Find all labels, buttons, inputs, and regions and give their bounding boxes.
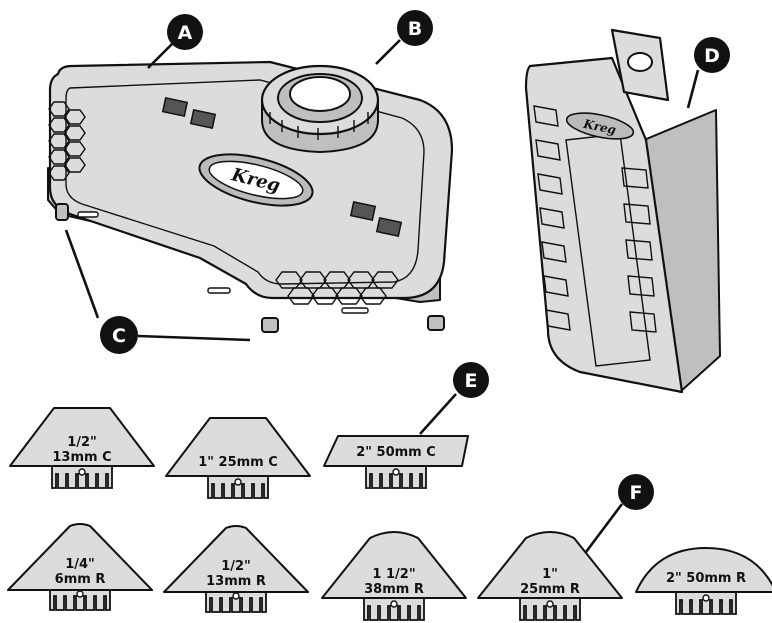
svg-text:Kreg: Kreg	[581, 117, 617, 138]
template-label-line2: 6mm R	[55, 572, 106, 587]
router-base-plate: Kreg	[47, 60, 454, 333]
holder-right-ribs	[621, 167, 657, 333]
template-pin-hole	[234, 478, 242, 486]
bottom-grip-pattern	[275, 271, 399, 305]
template-piece-row2-4: 2" 50mm R	[635, 547, 772, 615]
template-pin-hole	[390, 600, 398, 608]
template-piece-row2-0: 1/4"6mm R	[7, 523, 153, 611]
callout-c: C	[100, 316, 138, 354]
holder-left-ribs	[533, 105, 571, 331]
callout-d: D	[694, 37, 730, 73]
template-pin-hole	[76, 590, 84, 598]
holder-kreg-logo: Kreg	[565, 112, 635, 140]
template-label-line2: 38mm R	[364, 582, 424, 597]
template-label-line1: 2" 50mm C	[356, 445, 436, 460]
template-body	[323, 435, 469, 467]
template-fingers	[51, 466, 113, 489]
svg-text:F: F	[630, 482, 643, 504]
kreg-logo: Kreg	[198, 153, 314, 207]
edge-slot	[341, 307, 369, 314]
template-pin-hole	[78, 468, 86, 476]
template-piece-row1-1: 1" 25mm C	[165, 417, 311, 499]
template-label-line2: 13mm R	[206, 574, 266, 589]
template-fingers	[365, 466, 427, 489]
template-piece-row1-2: 2" 50mm C	[323, 435, 469, 489]
callout-a: A	[167, 14, 203, 50]
template-body	[9, 407, 155, 467]
template-fingers	[363, 598, 425, 621]
template-storage-holder: Kreg	[524, 28, 721, 394]
template-piece-row2-3: 1"25mm R	[477, 531, 623, 621]
template-label-line1: 2" 50mm R	[666, 571, 746, 586]
callout-f: F	[618, 474, 654, 510]
leader-lines	[64, 39, 700, 553]
svg-text:B: B	[408, 18, 422, 40]
template-body	[477, 531, 623, 599]
template-pin-hole	[546, 600, 554, 608]
svg-text:E: E	[465, 370, 478, 392]
template-piece-row1-0: 1/2"13mm C	[9, 407, 155, 489]
template-label-line1: 1/2"	[67, 435, 97, 450]
template-slot-icons	[161, 96, 403, 238]
svg-text:C: C	[112, 325, 126, 347]
template-piece-row2-1: 1/2"13mm R	[163, 525, 309, 613]
svg-text:D: D	[704, 45, 720, 67]
edge-slot-3	[77, 211, 99, 218]
template-label-line1: 1/2"	[221, 559, 251, 574]
template-body	[165, 417, 311, 477]
template-pin-hole	[392, 468, 400, 476]
callout-e: E	[453, 362, 489, 398]
template-fingers	[49, 588, 111, 611]
template-label-line1: 1"	[542, 567, 558, 582]
template-label-line1: 1" 25mm C	[198, 455, 278, 470]
svg-text:A: A	[178, 22, 193, 44]
left-grip-pattern	[48, 101, 86, 181]
template-piece-row2-2: 1 1/2"38mm R	[321, 531, 467, 621]
base-feet	[55, 203, 445, 333]
template-label-line2: 25mm R	[520, 582, 580, 597]
edge-slot-2	[207, 287, 231, 294]
callout-b: B	[397, 10, 433, 46]
template-label-line1: 1 1/2"	[372, 567, 415, 582]
template-body	[163, 525, 309, 593]
template-fingers	[207, 476, 269, 499]
template-label-line1: 1/4"	[65, 557, 95, 572]
template-fingers	[675, 592, 737, 615]
template-label-line2: 13mm C	[52, 450, 111, 465]
lock-knob	[260, 64, 380, 153]
template-body	[635, 547, 772, 593]
template-pin-hole	[702, 594, 710, 602]
template-body	[321, 531, 467, 599]
template-body	[7, 523, 153, 591]
template-pin-hole	[232, 592, 240, 600]
template-fingers	[519, 598, 581, 621]
template-fingers	[205, 590, 267, 613]
